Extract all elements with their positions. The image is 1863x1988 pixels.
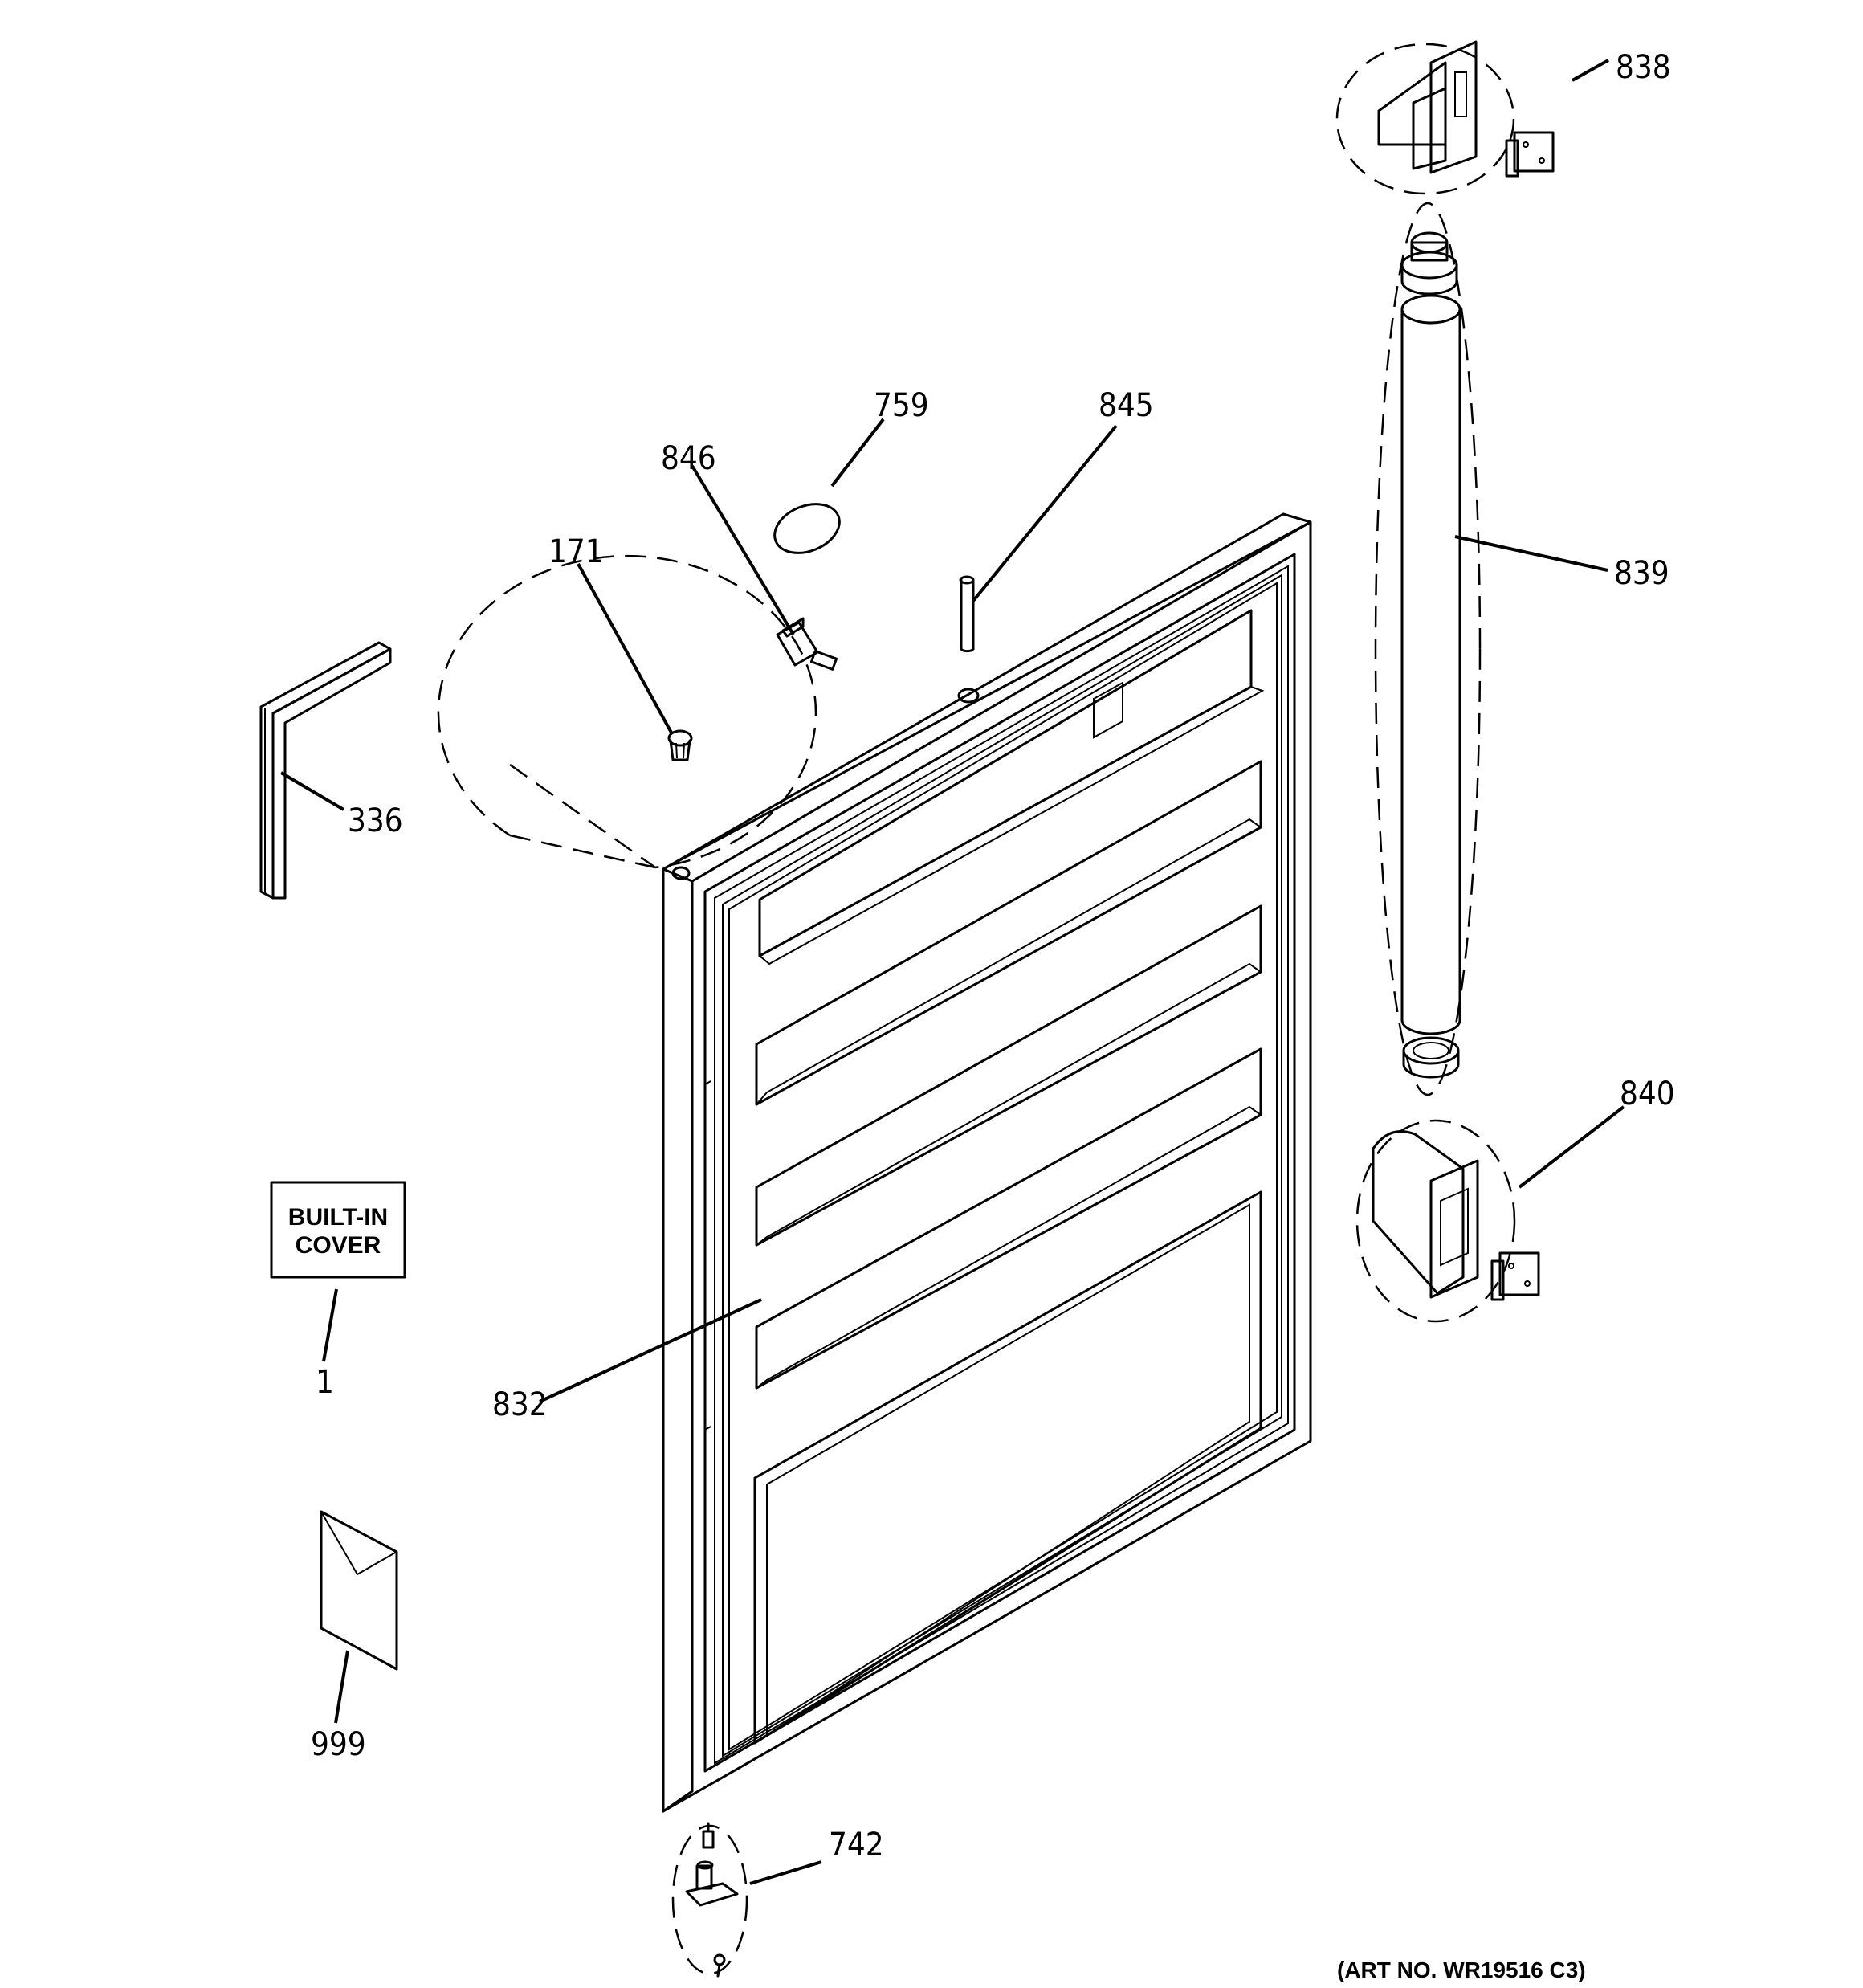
bottom-handle-mount [1355, 1119, 1540, 1323]
callout-1: 1 [316, 1364, 334, 1401]
oval-label [773, 503, 841, 554]
gasket-corner-detail [259, 554, 817, 900]
envelope [320, 1510, 398, 1671]
hinge-parts [671, 1822, 748, 1978]
callout-742: 742 [829, 1827, 884, 1863]
callout-999: 999 [311, 1726, 366, 1763]
callout-832: 832 [492, 1386, 548, 1423]
callout-838: 838 [1616, 49, 1671, 86]
callout-759: 759 [874, 387, 929, 424]
callout-840: 840 [1620, 1076, 1675, 1112]
callout-845: 845 [1099, 387, 1154, 424]
art-number: (ART NO. WR19516 C3) [1337, 1957, 1586, 1982]
door-panel [662, 512, 1312, 1813]
bracket [776, 617, 838, 671]
label-line-2: COVER [296, 1232, 381, 1259]
handle-assembly [1374, 202, 1482, 1096]
callout-839: 839 [1614, 555, 1669, 592]
callout-336: 336 [348, 802, 403, 839]
callout-846: 846 [661, 440, 716, 477]
pin [959, 575, 975, 653]
built-in-cover-label: BUILT-IN COVER [270, 1181, 406, 1279]
leader-lines [279, 59, 1625, 1885]
top-handle-mount [1335, 40, 1555, 195]
label-line-1: BUILT-IN [288, 1204, 388, 1231]
callout-171: 171 [548, 533, 604, 570]
plug [667, 729, 693, 761]
